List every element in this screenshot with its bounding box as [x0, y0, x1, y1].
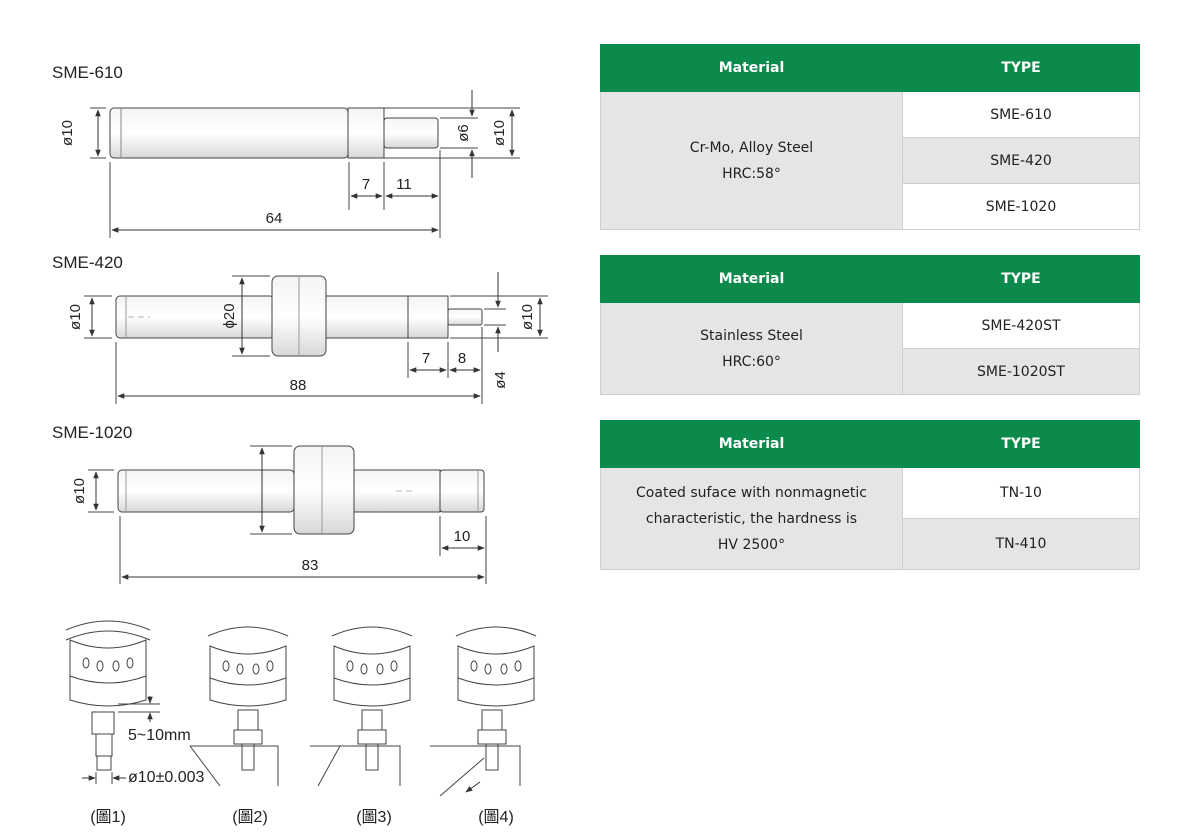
sme-1020-body-left: [117, 469, 295, 513]
table-row: Cr-Mo, Alloy Steel HRC:58° SME-610: [600, 91, 1140, 230]
sme-610-collar: [347, 107, 385, 159]
sme-420-len-a: 7: [422, 350, 430, 367]
header-type: TYPE: [902, 44, 1140, 92]
header-material: Material: [600, 44, 903, 92]
header-material: Material: [600, 420, 903, 468]
material-tables: Material TYPE Cr-Mo, Alloy Steel HRC:58°…: [600, 44, 1140, 595]
material-line: characteristic, the hardness is: [645, 510, 858, 527]
material-table-3: Material TYPE Coated suface with nonmagn…: [600, 420, 1140, 570]
sme-420-body-right: [325, 295, 409, 339]
sme-420-dia-flange: ϕ20: [221, 303, 238, 328]
sme-610-drawing: SME-610 ø10 ø6 ø10 7 11 64: [52, 63, 520, 238]
type-cell: SME-1020: [902, 183, 1140, 230]
material-table-2: Material TYPE Stainless Steel HRC:60° SM…: [600, 255, 1140, 395]
usage-figure-4: (圖4): [430, 626, 537, 826]
material-line: HRC:58°: [722, 165, 781, 182]
usage-tolerance: ø10±0.003: [128, 769, 204, 786]
type-cell: TN-410: [902, 518, 1140, 570]
usage-figure-3: (圖3): [310, 626, 413, 826]
type-cell: SME-1020ST: [902, 348, 1140, 395]
usage-illustrations: 5~10mm ø10±0.003 (圖1) (圖2): [65, 620, 537, 826]
table-row: SME-420: [601, 137, 1140, 184]
sme-610-len-b: 11: [396, 176, 412, 193]
technical-drawings: SME-610 ø10 ø6 ø10 7 11 64 SME-420: [0, 0, 580, 836]
sme-610-total: 64: [266, 210, 283, 227]
header-type: TYPE: [902, 255, 1140, 303]
sme-610-len-a: 7: [362, 176, 370, 193]
sme-1020-title: SME-1020: [52, 423, 132, 442]
sme-610-title: SME-610: [52, 63, 123, 82]
usage-figure-1: 5~10mm ø10±0.003 (圖1): [65, 620, 204, 826]
type-cell: SME-610: [902, 91, 1140, 138]
sme-420-dia-body: ø10: [67, 304, 84, 330]
sme-610-dia-body: ø10: [59, 120, 76, 146]
table-header-row: Material TYPE: [600, 44, 1140, 92]
header-material: Material: [600, 255, 903, 303]
header-type: TYPE: [902, 420, 1140, 468]
sme-420-dia-right: ø10: [519, 304, 536, 330]
sme-420-dia-tip: ø4: [492, 371, 509, 389]
usage-figure-4-caption: (圖4): [478, 809, 514, 826]
type-cell: SME-420: [902, 137, 1140, 184]
table-row: SME-1020: [601, 183, 1140, 230]
sme-1020-tip: [439, 469, 485, 513]
type-cell: TN-10: [902, 467, 1140, 519]
material-table-1: Material TYPE Cr-Mo, Alloy Steel HRC:58°…: [600, 44, 1140, 230]
table-row: SME-1020ST: [601, 348, 1140, 395]
usage-figure-2: (圖2): [189, 626, 289, 826]
sme-610-dia-tip: ø6: [455, 124, 472, 142]
material-cell: Stainless Steel HRC:60°: [600, 302, 903, 395]
table-row: Coated suface with nonmagnetic character…: [600, 467, 1140, 570]
table-row: Stainless Steel HRC:60° SME-420ST: [600, 302, 1140, 395]
table-header-row: Material TYPE: [600, 420, 1140, 468]
material-line: Stainless Steel: [700, 327, 803, 344]
material-line: HRC:60°: [722, 353, 781, 370]
sme-420-total: 88: [290, 377, 307, 394]
type-cell: SME-420ST: [902, 302, 1140, 349]
sme-610-tip: [383, 117, 439, 149]
drawings-svg: SME-610 ø10 ø6 ø10 7 11 64 SME-420: [52, 63, 548, 826]
sme-1020-flange: [293, 445, 355, 535]
material-line: HV 2500°: [717, 536, 786, 553]
sme-420-drawing: SME-420 ø10 ϕ20 ø10 ø4: [52, 253, 548, 404]
sme-610-dia-right: ø10: [491, 120, 508, 146]
table-row: TN-410: [601, 518, 1140, 570]
material-cell: Coated suface with nonmagnetic character…: [600, 467, 903, 570]
table-header-row: Material TYPE: [600, 255, 1140, 303]
usage-figure-3-caption: (圖3): [356, 809, 392, 826]
sme-610-body: [109, 107, 349, 159]
material-cell: Cr-Mo, Alloy Steel HRC:58°: [600, 91, 903, 230]
sme-1020-dia-body: ø10: [71, 478, 88, 504]
usage-figure-2-caption: (圖2): [232, 809, 268, 826]
usage-step-height: 5~10mm: [128, 727, 191, 744]
material-line: Coated suface with nonmagnetic: [636, 484, 867, 501]
sme-420-tip: [447, 308, 483, 326]
sme-1020-total: 83: [302, 557, 319, 574]
sme-420-len-b: 8: [458, 350, 466, 367]
sme-420-title: SME-420: [52, 253, 123, 272]
material-line: Cr-Mo, Alloy Steel: [689, 139, 814, 156]
sme-420-collar: [407, 295, 449, 339]
usage-figure-1-caption: (圖1): [90, 809, 126, 826]
sme-1020-drawing: SME-1020 ø10 10 83: [52, 423, 487, 584]
sme-1020-len-tip: 10: [454, 528, 471, 545]
